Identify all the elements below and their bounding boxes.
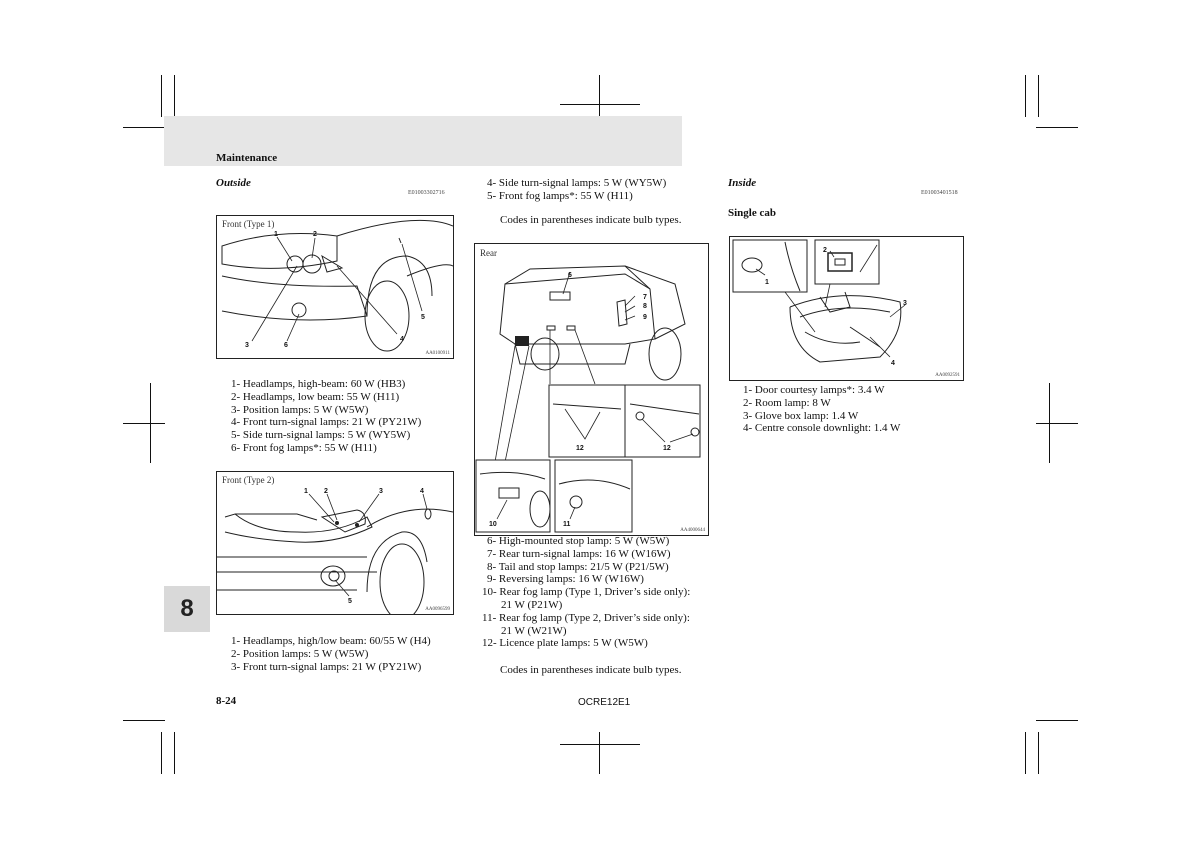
front-type2-bulb-list-continued: 4- Side turn-signal lamps: 5 W (WY5W) 5-…	[487, 177, 666, 203]
figure-code: AA0096599	[425, 607, 450, 612]
callout-2: 2	[823, 247, 827, 254]
interior-bulb-list: 1- Door courtesy lamps*: 3.4 W 2- Room l…	[743, 384, 900, 435]
figure-code: AA0092591	[935, 373, 960, 378]
list-item: 4- Side turn-signal lamps: 5 W (WY5W)	[487, 177, 667, 189]
callout-2: 2	[313, 231, 317, 238]
list-item: 7- Rear turn-signal lamps: 16 W (W16W)	[487, 547, 671, 560]
list-item: 2- Room lamp: 8 W	[743, 396, 831, 409]
callout-1: 1	[304, 488, 308, 495]
list-item: 21 W (W21W)	[501, 624, 567, 637]
callout-4: 4	[400, 336, 404, 343]
document-code: OCRE12E1	[578, 697, 631, 708]
inside-ref-code: E01003401518	[921, 190, 958, 196]
list-item: 9- Reversing lamps: 16 W (W16W)	[487, 573, 644, 586]
list-item: 6- High-mounted stop lamp: 5 W (W5W)	[487, 535, 670, 547]
callout-4: 4	[420, 488, 424, 495]
outside-ref-code: E01003302716	[408, 190, 445, 196]
front-lamp-diagram-type2-icon: 1 2 3 4 5	[217, 488, 453, 614]
list-item: 4- Centre console downlight: 1.4 W	[743, 422, 901, 435]
list-item: 5- Side turn-signal lamps: 5 W (WY5W)	[231, 429, 411, 442]
callout-9: 9	[643, 314, 647, 321]
list-item: 3- Front turn-signal lamps: 21 W (PY21W)	[231, 660, 422, 673]
list-item: 2- Position lamps: 5 W (W5W)	[231, 647, 369, 660]
figure-code: AA4000644	[680, 528, 705, 533]
figure-label: Front (Type 2)	[222, 475, 275, 485]
outside-heading: Outside	[216, 177, 251, 189]
callout-8: 8	[643, 303, 647, 310]
figure-label: Rear	[480, 248, 497, 258]
figure-code: AA0100911	[425, 351, 450, 356]
callout-1: 1	[274, 231, 278, 238]
callout-5: 5	[421, 314, 425, 321]
rear-lamp-diagram-icon: 6 7 8 9 12 12 10 11	[475, 265, 701, 533]
header-band	[164, 116, 682, 166]
chapter-tab: 8	[164, 586, 210, 632]
list-item: 10- Rear fog lamp (Type 1, Driver’s side…	[482, 586, 691, 599]
front-type1-figure: Front (Type 1) 1 2 3 4 5 6 AA0100911	[216, 215, 454, 359]
list-item: 2- Headlamps, low beam: 55 W (H11)	[231, 390, 400, 403]
page-number: 8-24	[216, 695, 237, 707]
list-item: 1- Headlamps, high-beam: 60 W (HB3)	[231, 378, 406, 390]
front-type1-bulb-list: 1- Headlamps, high-beam: 60 W (HB3) 2- H…	[231, 378, 421, 455]
figure-label: Front (Type 1)	[222, 219, 275, 229]
interior-lamp-diagram-icon: 1 2 3 4	[732, 239, 907, 367]
list-item: 21 W (P21W)	[501, 598, 563, 611]
front-type2-bulb-list: 1- Headlamps, high/low beam: 60/55 W (H4…	[231, 635, 431, 673]
callout-3: 3	[245, 342, 249, 349]
bulb-type-note: Codes in parentheses indicate bulb types…	[500, 214, 682, 226]
rear-figure: Rear 6	[474, 243, 709, 536]
list-item: 3- Position lamps: 5 W (W5W)	[231, 403, 369, 416]
section-title: Maintenance	[216, 152, 278, 164]
list-item: 1- Headlamps, high/low beam: 60/55 W (H4…	[231, 635, 431, 647]
callout-11: 11	[563, 521, 571, 528]
callout-6: 6	[568, 272, 572, 279]
callout-2: 2	[324, 488, 328, 495]
list-item: 6- Front fog lamps*: 55 W (H11)	[231, 441, 377, 454]
single-cab-heading: Single cab	[728, 207, 776, 219]
list-item: 8- Tail and stop lamps: 21/5 W (P21/5W)	[487, 560, 669, 573]
callout-12: 12	[576, 445, 584, 452]
callout-7: 7	[643, 294, 647, 301]
callout-1: 1	[765, 279, 769, 286]
interior-figure: 1 2 3 4 AA0092591	[729, 236, 964, 381]
inside-heading: Inside	[728, 177, 757, 189]
callout-6: 6	[284, 342, 288, 349]
callout-3: 3	[379, 488, 383, 495]
list-item: 5- Front fog lamps*: 55 W (H11)	[487, 189, 633, 202]
front-type2-figure: Front (Type 2) 1 2 3 4 5 AA0096599	[216, 471, 454, 615]
callout-3: 3	[903, 300, 907, 307]
callout-4: 4	[891, 360, 895, 367]
list-item: 11- Rear fog lamp (Type 2, Driver’s side…	[482, 611, 690, 624]
callout-12: 12	[663, 445, 671, 452]
callout-5: 5	[348, 598, 352, 605]
rear-bulb-list: 6- High-mounted stop lamp: 5 W (W5W) 7- …	[482, 535, 690, 650]
front-lamp-diagram-type1-icon: 1 2 3 4 5 6	[221, 219, 453, 352]
bulb-type-note: Codes in parentheses indicate bulb types…	[500, 664, 682, 676]
list-item: 12- Licence plate lamps: 5 W (W5W)	[482, 637, 648, 650]
list-item: 4- Front turn-signal lamps: 21 W (PY21W)	[231, 416, 422, 429]
callout-10: 10	[489, 521, 497, 528]
list-item: 3- Glove box lamp: 1.4 W	[743, 409, 859, 422]
list-item: 1- Door courtesy lamps*: 3.4 W	[743, 384, 885, 396]
